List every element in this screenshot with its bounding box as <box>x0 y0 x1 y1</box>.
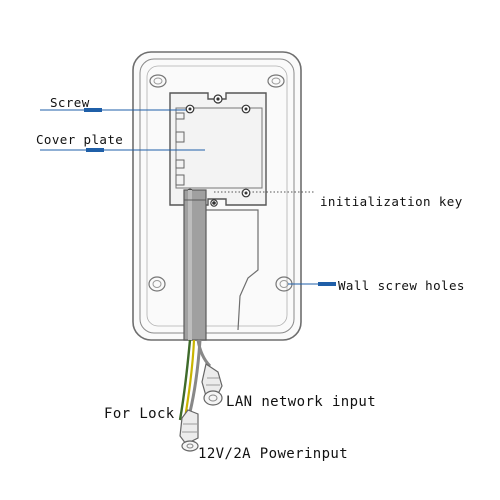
cover-plate-leader <box>40 148 205 152</box>
cable-sheath <box>183 189 207 341</box>
initialization-key-leader <box>212 191 314 205</box>
lock-wires <box>178 339 196 421</box>
cover-plate <box>169 92 267 206</box>
label-cover-plate: Cover plate <box>36 132 123 147</box>
lan-connector-icon <box>201 363 223 406</box>
screw-leader <box>40 108 186 112</box>
label-screw: Screw <box>50 95 90 110</box>
label-wall-screw-holes: Wall screw holes <box>338 278 465 293</box>
wall-screw-hole-icon <box>148 276 293 292</box>
label-initialization-key: initialization key <box>320 194 463 209</box>
wall-screw-holes-leader <box>288 282 336 286</box>
power-connector-icon <box>179 409 199 452</box>
label-lan-network-input: LAN network input <box>226 394 376 410</box>
label-for-lock: For Lock <box>104 406 175 422</box>
top-screw-holes <box>149 74 285 88</box>
cable-wires <box>188 339 212 413</box>
label-power-input: 12V/2A Powerinput <box>198 446 348 462</box>
housing-step <box>206 209 259 331</box>
